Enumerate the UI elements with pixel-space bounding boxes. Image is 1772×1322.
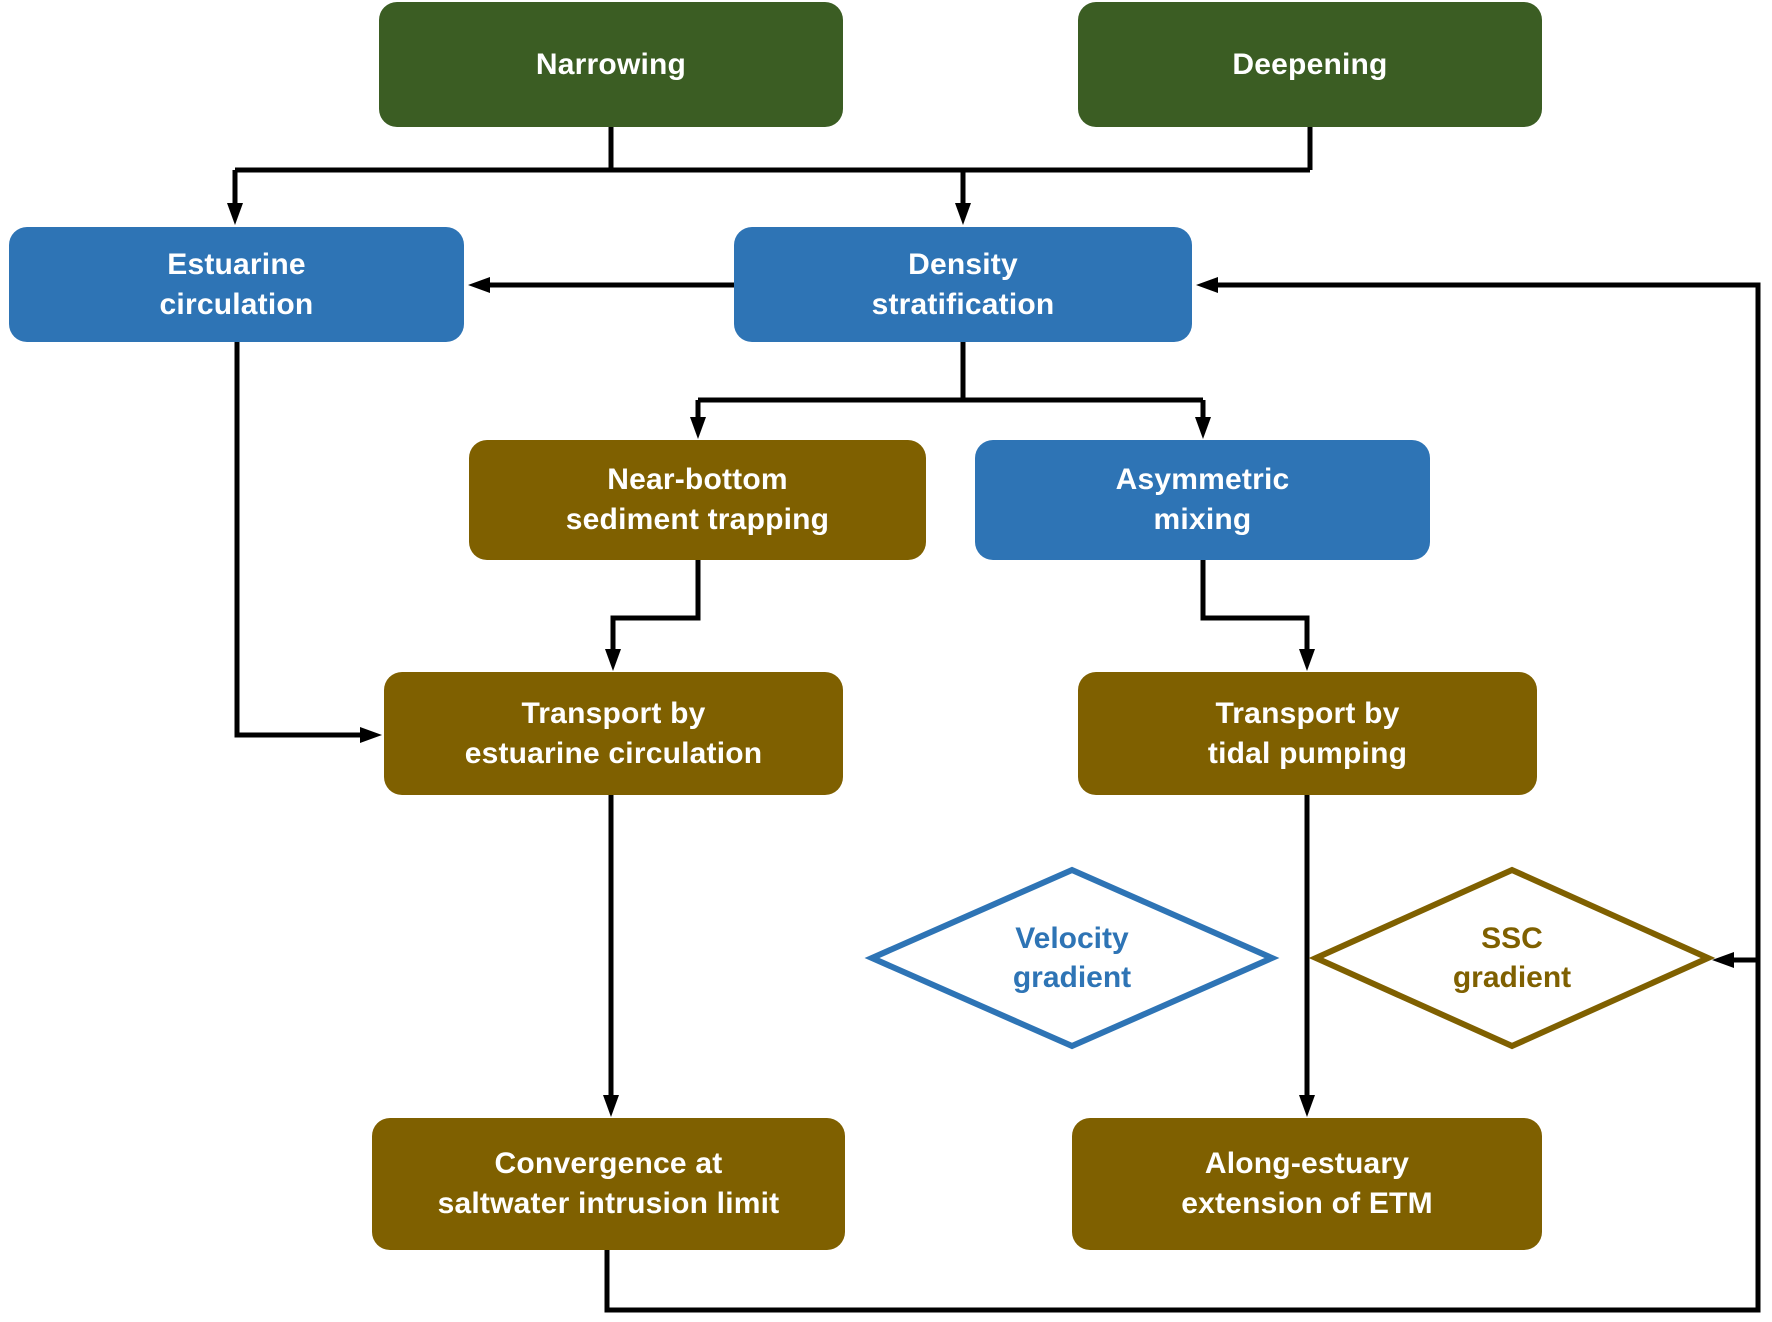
arrow-trapping-to-transport-estuarine	[605, 560, 701, 671]
node-convergence-at-saltwater-intrusion-limit: Convergence at saltwater intrusion limit	[372, 1118, 845, 1250]
connector-forcings-trunk	[235, 127, 1313, 173]
velocity-gradient-diamond	[864, 866, 1280, 1050]
node-along-estuary-extension-of-etm: Along-estuary extension of ETM	[1072, 1118, 1542, 1250]
node-estuarine-circulation: Estuarine circulation	[9, 227, 464, 342]
connector-density-split	[698, 342, 1203, 403]
ssc-gradient-diamond	[1308, 866, 1716, 1050]
node-asymmetric-mixing: Asymmetric mixing	[975, 440, 1430, 560]
node-transport-by-tidal-pumping: Transport by tidal pumping	[1078, 672, 1537, 795]
node-narrowing: Narrowing	[379, 2, 843, 127]
node-deepening: Deepening	[1078, 2, 1542, 127]
arrow-estuarine-to-transport	[234, 342, 382, 743]
arrow-mixing-to-transport-tidal	[1200, 560, 1315, 671]
arrow-feedback-to-density	[604, 277, 1761, 1313]
node-density-stratification: Density stratification	[734, 227, 1192, 342]
node-transport-by-estuarine-circulation: Transport by estuarine circulation	[384, 672, 843, 795]
node-near-bottom-sediment-trapping: Near-bottom sediment trapping	[469, 440, 926, 560]
